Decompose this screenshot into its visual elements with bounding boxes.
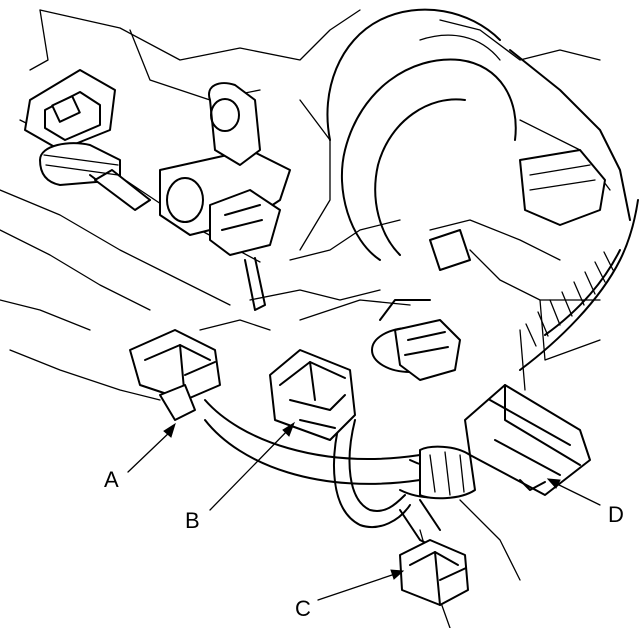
leader-c [317,569,405,601]
connector-d [464,384,591,496]
callout-c: C [295,596,311,621]
leader-a [127,422,176,473]
center-sensor [159,82,291,311]
leader-b [209,421,296,511]
upper-left-sensor [24,69,151,211]
wire-harness [204,399,476,546]
connector-b [269,349,356,441]
cylindrical-housing [326,8,631,261]
connector-a [129,329,221,421]
leader-d [546,478,601,506]
connector-c [399,539,469,606]
callout-a: A [104,467,119,492]
callout-d: D [608,502,624,527]
toothed-ring [519,199,639,391]
callout-b: B [185,508,200,533]
cam-sensor [371,229,471,381]
